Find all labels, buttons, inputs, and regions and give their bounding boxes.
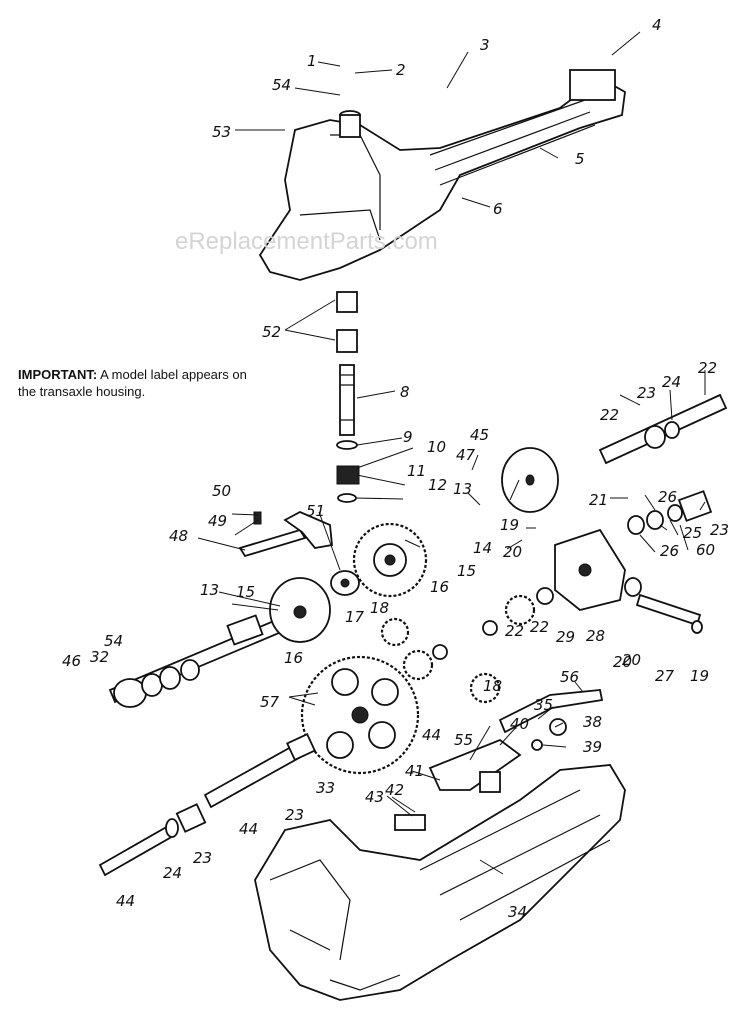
callout-27: 27	[655, 667, 675, 685]
callout-numbers: 1 2 3 4 5 6 8 9 10 11 12 13 13 14 15 15 …	[62, 16, 729, 921]
callout-13a: 13	[200, 581, 219, 599]
callout-13b: 13	[453, 480, 472, 498]
lower-housing	[254, 764, 626, 1001]
callout-60: 60	[696, 541, 715, 559]
callout-52: 52	[262, 323, 281, 341]
callout-3: 3	[480, 36, 490, 54]
callout-44b: 44	[239, 820, 258, 838]
shaft-and-bushings	[336, 291, 360, 503]
callout-34: 34	[508, 903, 527, 921]
callout-29: 29	[556, 628, 575, 646]
callout-4: 4	[652, 16, 662, 34]
callout-41: 41	[405, 762, 424, 780]
callout-20b: 20	[622, 651, 641, 669]
callout-9: 9	[403, 428, 413, 446]
right-axle-upper	[598, 393, 728, 535]
callout-55: 55	[454, 731, 473, 749]
callout-47: 47	[456, 446, 476, 464]
callout-23d: 23	[193, 849, 212, 867]
small-gears	[380, 587, 554, 704]
callout-46: 46	[62, 652, 81, 670]
callout-1: 1	[307, 52, 317, 70]
note-text-line1: A model label appears on	[97, 367, 247, 382]
callout-22d: 22	[530, 618, 549, 636]
callout-54a: 54	[272, 76, 291, 94]
callout-25: 25	[683, 524, 702, 542]
callout-57: 57	[260, 693, 280, 711]
callout-50: 50	[212, 482, 231, 500]
callout-22a: 22	[698, 359, 717, 377]
callout-19a: 19	[500, 516, 519, 534]
callout-45: 45	[470, 426, 489, 444]
callout-54b: 54	[104, 632, 123, 650]
callout-18a: 18	[370, 599, 389, 617]
callout-26a: 26	[658, 488, 677, 506]
callout-49: 49	[208, 512, 227, 530]
callout-15a: 15	[236, 583, 255, 601]
callout-16b: 16	[430, 578, 449, 596]
note-label: IMPORTANT:	[18, 367, 98, 382]
callout-28: 28	[586, 627, 605, 645]
callout-44c: 44	[116, 892, 135, 910]
callout-39: 39	[583, 738, 602, 756]
callout-5: 5	[575, 150, 585, 168]
callout-11: 11	[407, 462, 426, 480]
left-shaft-assembly	[108, 577, 331, 708]
callout-16a: 16	[284, 649, 303, 667]
leader-lines	[197, 31, 706, 875]
callout-14: 14	[473, 539, 492, 557]
callout-51: 51	[306, 502, 325, 520]
callout-56: 56	[560, 668, 579, 686]
callout-43: 43	[365, 788, 384, 806]
callout-24a: 24	[662, 373, 681, 391]
shift-fork	[238, 511, 333, 558]
callout-53: 53	[212, 123, 231, 141]
callout-33: 33	[316, 779, 335, 797]
note-text-line2: the transaxle housing.	[18, 384, 146, 399]
callout-20a: 20	[503, 543, 522, 561]
shift-collar	[330, 570, 360, 596]
callout-23a: 23	[637, 384, 656, 402]
callout-22b: 22	[600, 406, 619, 424]
callout-38: 38	[583, 713, 602, 731]
callout-48: 48	[169, 527, 188, 545]
callout-23c: 23	[285, 806, 304, 824]
lower-shaft-44	[98, 732, 316, 877]
callout-21: 21	[589, 491, 608, 509]
axle-cover	[554, 528, 703, 634]
shift-rail-parts	[394, 689, 604, 831]
callout-17: 17	[345, 608, 365, 626]
watermark: eReplacementParts.com	[175, 228, 438, 255]
large-spur-gear	[300, 655, 420, 775]
callout-26b: 26	[660, 542, 679, 560]
callout-42: 42	[385, 781, 404, 799]
callout-44a: 44	[422, 726, 441, 744]
callout-18b: 18	[483, 677, 502, 695]
callout-15b: 15	[457, 562, 476, 580]
important-note: IMPORTANT: A model label appears on the …	[18, 366, 247, 400]
callout-24b: 24	[163, 864, 182, 882]
callout-12: 12	[428, 476, 447, 494]
callout-22c: 22	[505, 622, 524, 640]
upper-housing	[258, 69, 626, 281]
callout-23b: 23	[710, 521, 729, 539]
callout-35: 35	[534, 696, 553, 714]
callout-8: 8	[400, 383, 410, 401]
callout-10: 10	[427, 438, 446, 456]
callout-40: 40	[510, 715, 529, 733]
callout-32: 32	[90, 648, 109, 666]
callout-6: 6	[493, 200, 503, 218]
callout-20c: 20	[613, 653, 632, 671]
bevel-gear	[352, 522, 428, 598]
callout-2: 2	[396, 61, 406, 79]
callout-19b: 19	[690, 667, 709, 685]
brake-disc	[501, 447, 559, 513]
